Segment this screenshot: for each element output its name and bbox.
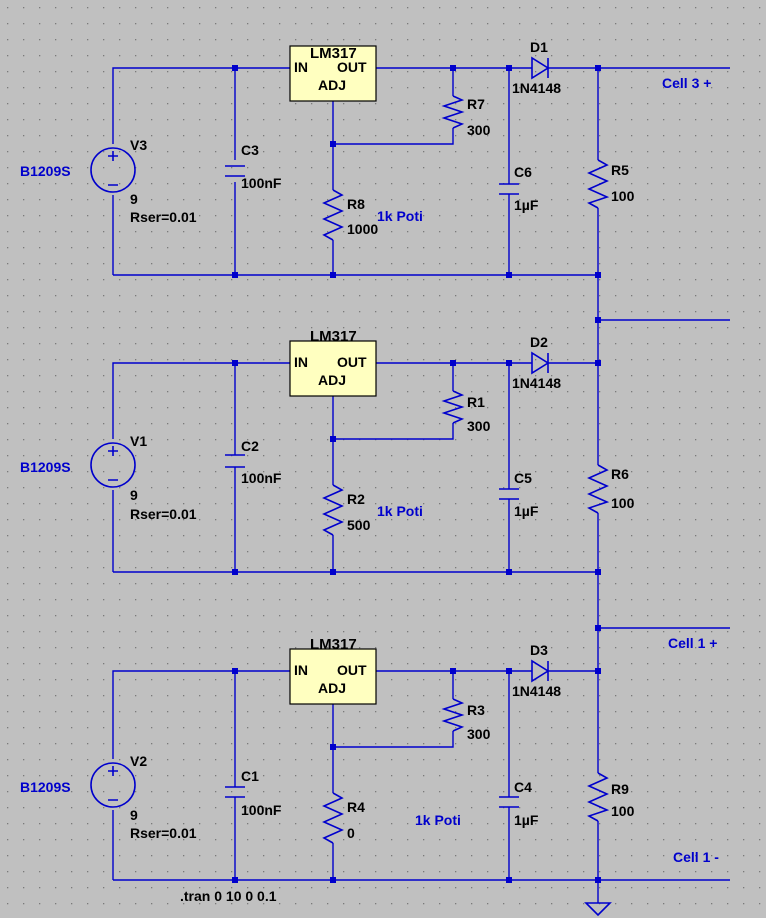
r-adj-value-label: 0 [347, 825, 355, 841]
diode-value-label: 1N4148 [512, 683, 561, 699]
cap-out-ref-label: C5 [514, 470, 532, 486]
r-fb-ref-label: R3 [467, 702, 485, 718]
r-bal-ref-label: R5 [611, 162, 629, 178]
r-adj-ref-label: R8 [347, 196, 365, 212]
capacitor-c6-symbol [499, 183, 519, 195]
r-fb-ref-label: R1 [467, 394, 485, 410]
regulator-pin-out: OUT [337, 59, 367, 75]
r-fb-ref-label: R7 [467, 96, 485, 112]
regulator-pin-in: IN [294, 354, 308, 370]
source-ref-label: V1 [130, 433, 147, 449]
poti-note-label: 1k Poti [415, 812, 461, 828]
source-ref-label: V3 [130, 137, 147, 153]
net-label-cell1-plus: Cell 1 + [668, 635, 717, 651]
resistor-r4-symbol [322, 792, 344, 844]
regulator-pin-adj: ADJ [318, 372, 346, 388]
section-bottom: LM317 IN OUT ADJ B1209S V2 9 Rser=0.01 C… [20, 636, 730, 917]
cap-out-value-label: 1µF [514, 503, 539, 519]
diode-d1-symbol [531, 56, 550, 80]
resistor-r7-symbol [441, 95, 465, 129]
poti-note-label: 1k Poti [377, 503, 423, 519]
regulator-pin-adj: ADJ [318, 680, 346, 696]
regulator-title: LM317 [310, 45, 357, 62]
ground-symbol [584, 902, 612, 917]
source-model-label: B1209S [20, 779, 71, 795]
regulator-title: LM317 [310, 328, 357, 345]
source-rser-label: Rser=0.01 [130, 825, 197, 841]
diode-value-label: 1N4148 [512, 375, 561, 391]
cap-out-value-label: 1µF [514, 812, 539, 828]
net-label-cell1-minus: Cell 1 - [673, 849, 719, 865]
cap-in-value-label: 100nF [241, 470, 282, 486]
r-fb-value-label: 300 [467, 122, 491, 138]
regulator-lm317-symbol [289, 45, 377, 102]
r-bal-value-label: 100 [611, 803, 635, 819]
capacitor-c1-symbol [225, 786, 245, 798]
source-value-label: 9 [130, 487, 138, 503]
r-adj-ref-label: R2 [347, 491, 365, 507]
section-middle: LM317 IN OUT ADJ B1209S V1 9 Rser=0.01 C… [20, 328, 635, 575]
cap-out-ref-label: C4 [514, 779, 532, 795]
r-bal-ref-label: R6 [611, 466, 629, 482]
source-ref-label: V2 [130, 753, 147, 769]
wires [112, 362, 599, 573]
cap-in-value-label: 100nF [241, 802, 282, 818]
regulator-pin-out: OUT [337, 662, 367, 678]
resistor-r2-symbol [322, 484, 344, 536]
source-v1-symbol [90, 442, 136, 488]
cap-out-value-label: 1µF [514, 197, 539, 213]
diode-value-label: 1N4148 [512, 80, 561, 96]
cap-in-ref-label: C1 [241, 768, 259, 784]
net-label-cell3-plus: Cell 3 + [662, 75, 711, 91]
cap-in-value-label: 100nF [241, 175, 282, 191]
cap-in-ref-label: C2 [241, 438, 259, 454]
resistor-r6-symbol [587, 464, 610, 514]
cap-in-ref-label: C3 [241, 142, 259, 158]
source-rser-label: Rser=0.01 [130, 209, 197, 225]
cap-out-ref-label: C6 [514, 164, 532, 180]
diode-ref-label: D2 [530, 334, 548, 350]
regulator-title: LM317 [310, 636, 357, 653]
resistor-r1-symbol [441, 390, 465, 424]
r-bal-ref-label: R9 [611, 781, 629, 797]
r-adj-value-label: 1000 [347, 221, 378, 237]
r-fb-value-label: 300 [467, 726, 491, 742]
rail-links [595, 275, 730, 883]
source-v2-symbol [90, 762, 136, 808]
diode-d3-symbol [531, 659, 550, 683]
poti-note-label: 1k Poti [377, 208, 423, 224]
r-bal-value-label: 100 [611, 188, 635, 204]
regulator-pin-in: IN [294, 662, 308, 678]
resistor-r8-symbol [322, 189, 344, 241]
r-fb-value-label: 300 [467, 418, 491, 434]
diode-ref-label: D1 [530, 39, 548, 55]
regulator-lm317-symbol [289, 648, 377, 705]
regulator-pin-out: OUT [337, 354, 367, 370]
source-model-label: B1209S [20, 459, 71, 475]
capacitor-c3-symbol [225, 165, 245, 177]
source-rser-label: Rser=0.01 [130, 506, 197, 522]
capacitor-c5-symbol [499, 488, 519, 500]
resistor-r3-symbol [441, 698, 465, 732]
diode-d2-symbol [531, 351, 550, 375]
source-v3-symbol [90, 147, 136, 193]
regulator-lm317-symbol [289, 340, 377, 397]
r-adj-value-label: 500 [347, 517, 371, 533]
regulator-pin-in: IN [294, 59, 308, 75]
sim-directive: .tran 0 10 0 0.1 [180, 888, 277, 904]
resistor-r9-symbol [587, 772, 610, 822]
resistor-r5-symbol [587, 159, 610, 209]
capacitor-c2-symbol [225, 454, 245, 468]
section-top: LM317 IN OUT ADJ B1209S V3 9 Rser=0.01 C… [20, 39, 730, 278]
regulator-pin-adj: ADJ [318, 77, 346, 93]
source-value-label: 9 [130, 191, 138, 207]
r-bal-value-label: 100 [611, 495, 635, 511]
capacitor-c4-symbol [499, 796, 519, 808]
r-adj-ref-label: R4 [347, 799, 365, 815]
diode-ref-label: D3 [530, 642, 548, 658]
source-value-label: 9 [130, 807, 138, 823]
source-model-label: B1209S [20, 163, 71, 179]
